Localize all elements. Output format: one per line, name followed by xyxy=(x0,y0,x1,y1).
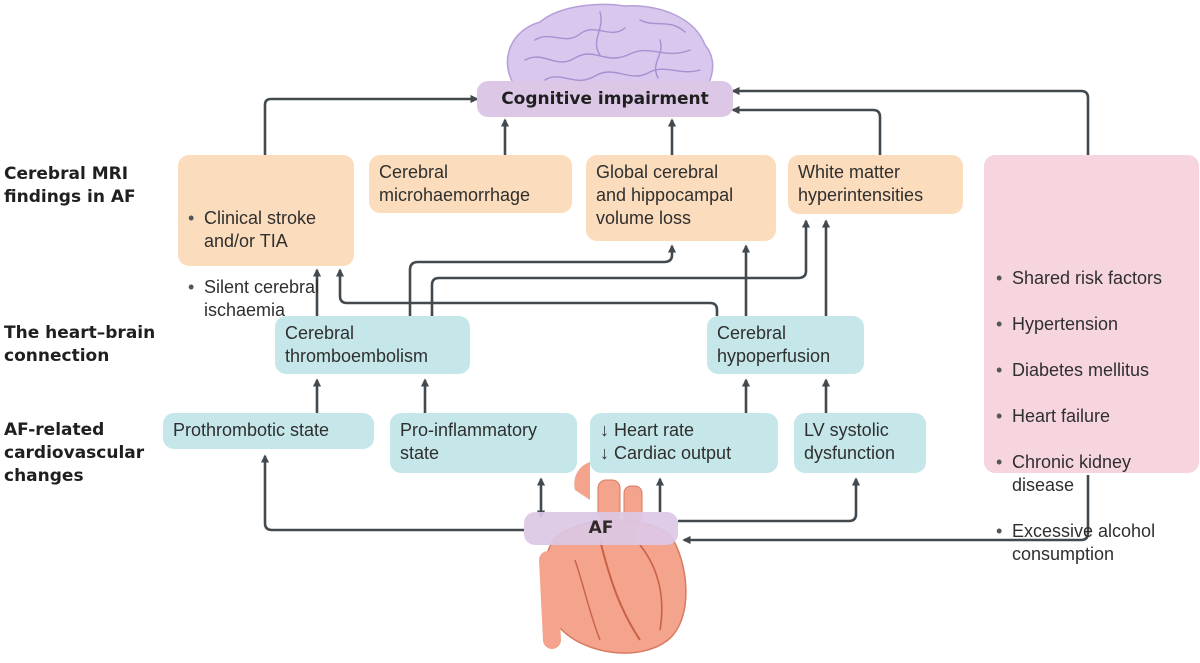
risk-factors-box: Shared risk factors Hypertension Diabete… xyxy=(984,155,1199,564)
connectors xyxy=(260,86,1090,545)
risk-item: Heart failure xyxy=(996,405,1187,428)
arrow-thrombo-to-whitematter xyxy=(430,219,811,316)
stroke-item-clinical: Clinical stroke and/or TIA xyxy=(188,207,344,253)
thromboembolism-box: Cerebral thromboembolism xyxy=(275,316,470,374)
arrow-whitematter-to-cognitive xyxy=(731,105,882,155)
hypoperfusion-box: Cerebral hypoperfusion xyxy=(707,316,864,374)
arrow-risk-to-cognitive xyxy=(731,86,1090,155)
risk-item: Hypertension xyxy=(996,313,1187,336)
white-matter-box: White matter hyperintensities xyxy=(788,155,963,214)
af-node: AF xyxy=(524,512,678,545)
arrow-af-to-prothrombotic xyxy=(260,454,524,532)
stroke-item-silent: Silent cerebral ischaemia xyxy=(188,276,344,322)
arrow-stroke-to-cognitive xyxy=(263,94,479,155)
arrow-af-to-lv xyxy=(678,477,861,523)
heart-illustration xyxy=(539,462,687,654)
arrow-thrombo-to-volume xyxy=(408,244,677,316)
row-label-af-changes: AF-related cardiovascular changes xyxy=(4,420,145,486)
cognitive-impairment-node: Cognitive impairment xyxy=(477,81,733,117)
lv-dysfunction-box: LV systolic dysfunction xyxy=(794,413,926,473)
risk-item: Shared risk factors xyxy=(996,267,1187,290)
stroke-list: Clinical stroke and/or TIA Silent cerebr… xyxy=(188,184,344,345)
stroke-box: Clinical stroke and/or TIA Silent cerebr… xyxy=(178,155,354,320)
risk-item: Excessive alcohol consumption xyxy=(996,520,1187,566)
brain-illustration xyxy=(506,3,714,101)
proinflammatory-box: Pro-inflammatory state xyxy=(390,413,577,473)
microhaemorrhage-box: Cerebral microhaemorrhage xyxy=(369,155,572,213)
risk-item: Chronic kidney disease xyxy=(996,451,1187,497)
row-label-mri: Cerebral MRI findings in AF xyxy=(4,164,136,207)
risk-item: Diabetes mellitus xyxy=(996,359,1187,382)
prothrombotic-box: Prothrombotic state xyxy=(163,413,374,449)
row-label-heart-brain: The heart–brain connection xyxy=(4,323,156,366)
risk-factors-list: Shared risk factors Hypertension Diabete… xyxy=(996,244,1187,589)
volume-loss-box: Global cerebral and hippocampal volume l… xyxy=(586,155,776,241)
heart-rate-box: ↓ Heart rate ↓ Cardiac output xyxy=(590,413,778,473)
